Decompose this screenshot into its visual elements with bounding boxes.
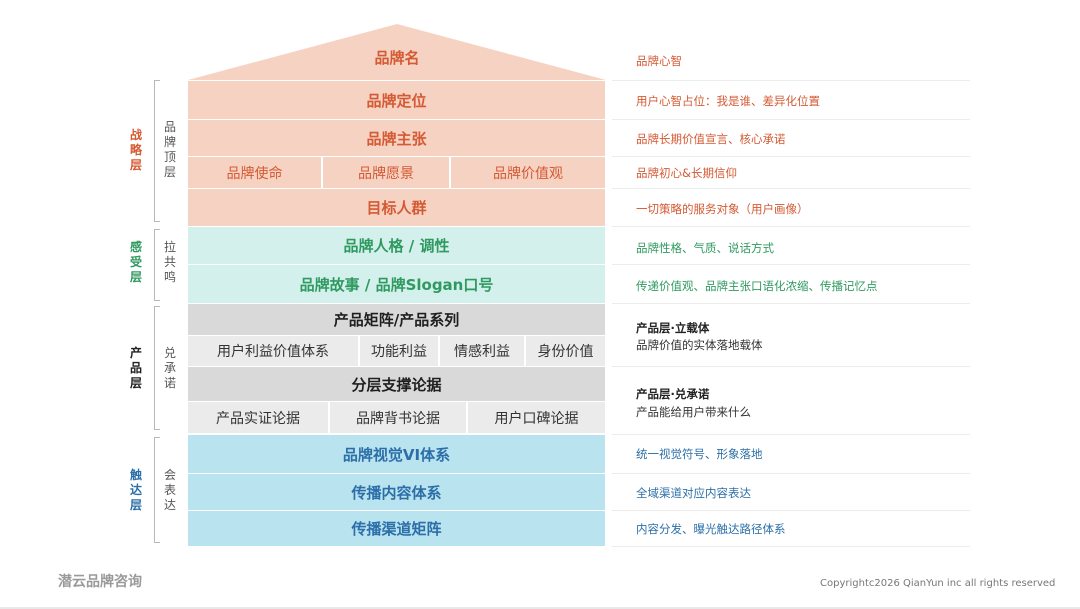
desc-product-promise-text: 产品能给用户带来什么 — [636, 405, 751, 419]
function-benefit-label: 功能利益 — [358, 336, 438, 366]
strategy-bracket — [154, 80, 160, 222]
row-evidence-types: 产品实证论据 品牌背书论据 用户口碑论据 — [188, 402, 605, 433]
desc-product-promise-title: 产品层·兑承诺 — [636, 387, 710, 401]
strategy-layer-label: 战略层 — [129, 128, 142, 172]
pyramid-roof — [188, 24, 606, 80]
perception-layer-sublabel: 拉共鸣 — [163, 240, 176, 284]
divider — [612, 303, 970, 304]
reach-layer-label: 触达层 — [129, 468, 142, 512]
desc-positioning: 用户心智占位：我是谁、差异化位置 — [636, 94, 820, 108]
product-bracket — [154, 306, 160, 430]
product-layer-label: 产品层 — [129, 346, 142, 390]
divider — [612, 366, 970, 367]
row-channel-matrix: 传播渠道矩阵 — [188, 511, 605, 546]
row-brand-story: 品牌故事 / 品牌Slogan口号 — [188, 265, 605, 303]
brand-name-label: 品牌名 — [374, 48, 420, 67]
footer-brand-logo: 潜云品牌咨询 — [58, 574, 142, 590]
divider — [612, 156, 970, 157]
row-support-evidence: 分层支撑论据 — [188, 367, 605, 401]
support-evidence-label: 分层支撑论据 — [351, 375, 442, 394]
brand-proposition-label: 品牌主张 — [366, 129, 427, 148]
desc-audience: 一切策略的服务对象（用户画像） — [636, 202, 809, 216]
desc-visual: 统一视觉符号、形象落地 — [636, 447, 763, 461]
word-of-mouth-proof-label: 用户口碑论据 — [466, 402, 605, 433]
divider — [612, 119, 970, 120]
divider — [612, 188, 970, 189]
brand-positioning-label: 品牌定位 — [366, 91, 427, 110]
desc-channel: 内容分发、曝光触达路径体系 — [636, 522, 786, 536]
row-brand-positioning: 品牌定位 — [188, 81, 605, 119]
divider — [612, 546, 970, 547]
content-system-label: 传播内容体系 — [351, 483, 442, 502]
perception-bracket — [154, 229, 160, 301]
divider — [612, 473, 970, 474]
product-proof-label: 产品实证论据 — [216, 410, 300, 427]
footer-copyright: Copyrightc2026 QianYun inc all rights re… — [820, 578, 1056, 589]
divider — [612, 80, 970, 81]
desc-brand-mind: 品牌心智 — [636, 54, 682, 68]
divider — [612, 434, 970, 435]
desc-product-carrier-text: 品牌价值的实体落地载体 — [636, 338, 763, 352]
emotion-benefit-label: 情感利益 — [438, 336, 524, 366]
row-target-audience: 目标人群 — [188, 189, 605, 226]
row-brand-proposition: 品牌主张 — [188, 120, 605, 156]
divider — [612, 264, 970, 265]
desc-product-carrier-title: 产品层·立载体 — [636, 321, 710, 335]
desc-personality: 品牌性格、气质、说话方式 — [636, 241, 774, 255]
divider — [612, 226, 970, 227]
row-brand-personality: 品牌人格 / 调性 — [188, 227, 605, 264]
user-value-system-label: 用户利益价值体系 — [217, 344, 329, 360]
strategy-layer-sublabel: 品牌顶层 — [163, 120, 176, 179]
visual-vi-label: 品牌视觉VI体系 — [342, 445, 451, 464]
perception-layer-label: 感受层 — [129, 240, 142, 284]
product-matrix-label: 产品矩阵/产品系列 — [333, 311, 460, 329]
row-user-benefits: 用户利益价值体系 功能利益 情感利益 身份价值 — [188, 336, 605, 366]
row-content-system: 传播内容体系 — [188, 474, 605, 510]
desc-story: 传递价值观、品牌主张口语化浓缩、传播记忆点 — [636, 279, 878, 293]
brand-story-label: 品牌故事 / 品牌Slogan口号 — [299, 275, 494, 294]
identity-value-label: 身份价值 — [524, 336, 605, 366]
row-mission-vision-values: 品牌使命 品牌愿景 品牌价值观 — [188, 157, 605, 188]
desc-mission: 品牌初心&长期信仰 — [636, 166, 737, 180]
desc-proposition: 品牌长期价值宣言、核心承诺 — [636, 132, 786, 146]
divider — [612, 510, 970, 511]
target-audience-label: 目标人群 — [366, 199, 427, 217]
footer-bar — [0, 607, 1080, 609]
reach-bracket — [154, 437, 160, 543]
brand-personality-label: 品牌人格 / 调性 — [343, 237, 450, 255]
brand-vision-label: 品牌愿景 — [321, 157, 449, 188]
reach-layer-sublabel: 会表达 — [163, 468, 176, 512]
endorsement-proof-label: 品牌背书论据 — [328, 402, 466, 433]
brand-values-label: 品牌价值观 — [449, 157, 605, 188]
channel-matrix-label: 传播渠道矩阵 — [351, 520, 442, 538]
row-product-matrix: 产品矩阵/产品系列 — [188, 304, 605, 335]
brand-mission-label: 品牌使命 — [226, 165, 283, 182]
product-layer-sublabel: 兑承诺 — [163, 346, 176, 390]
desc-content: 全域渠道对应内容表达 — [636, 486, 751, 500]
row-visual-vi: 品牌视觉VI体系 — [188, 435, 605, 473]
